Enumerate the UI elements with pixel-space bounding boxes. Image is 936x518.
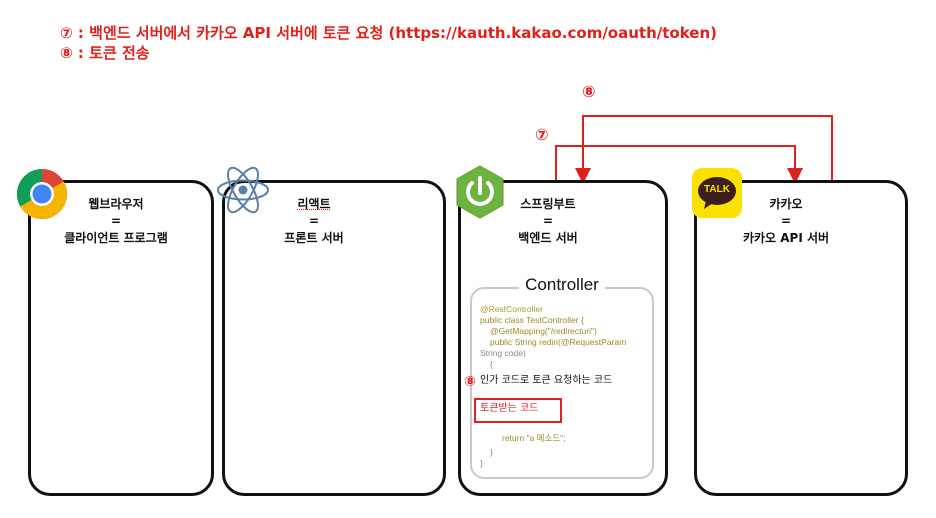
kakao-box: [694, 180, 908, 496]
spring-label-line3: 백엔드 서버: [518, 231, 578, 245]
browser-label-line1: 웹브라우저: [88, 197, 144, 211]
spring-label-line2: =: [542, 214, 554, 228]
code-param: String code): [480, 348, 526, 358]
arrow-step8: [575, 115, 833, 184]
browser-label-line2: =: [110, 214, 122, 228]
spring-label-line1: 스프링부트: [520, 197, 576, 211]
react-label: 리액트 = 프론트 서버: [254, 196, 374, 247]
arrow-step7: [555, 145, 803, 184]
code-class-declaration: public class TestController {: [480, 315, 584, 325]
kakaotalk-logo-text: TALK: [704, 184, 730, 195]
token-receive-highlight-box: [474, 398, 562, 423]
spring-power-icon: [456, 165, 504, 219]
code-annotation-restcontroller: @RestController: [480, 304, 543, 314]
chrome-icon: [16, 168, 68, 220]
code-close-brace-1: }: [490, 447, 493, 457]
code-comment-token-request: 인가 코드로 토큰 요청하는 코드: [480, 375, 613, 386]
kakao-label: 카카오 = 카카오 API 서버: [724, 196, 848, 247]
header-line-step7: ⑦ : 백엔드 서버에서 카카오 API 서버에 토큰 요청 (https://…: [60, 24, 717, 42]
arrow-step7-label: ⑦: [535, 125, 549, 144]
controller-title: Controller: [519, 275, 605, 294]
controller-panel: Controller: [470, 275, 654, 479]
code-token-receive: 토큰받는 코드: [480, 403, 539, 414]
header-line-step8: ⑧ : 토큰 전송: [60, 44, 150, 62]
react-label-line2: =: [308, 214, 320, 228]
kakao-label-line3: 카카오 API 서버: [742, 231, 830, 245]
code-open-brace: {: [490, 359, 493, 369]
kakaotalk-icon: TALK: [692, 168, 742, 218]
react-label-line3: 프론트 서버: [284, 231, 344, 245]
code-return: return "a 메소드";: [502, 433, 566, 443]
code-method-signature: public String rediri(@RequestParam: [490, 337, 627, 347]
kakao-label-line1: 카카오: [769, 197, 803, 211]
code-close-brace-2: }: [480, 458, 483, 468]
react-label-line1: 리액트: [297, 197, 331, 211]
react-box: [222, 180, 446, 496]
react-icon: [217, 166, 269, 214]
browser-label-line3: 클라이언트 프로그램: [64, 231, 168, 245]
arrow-step8-label: ⑧: [582, 82, 596, 101]
code-getmapping: @GetMapping("/redirecturi"): [490, 326, 597, 336]
spring-label: 스프링부트 = 백엔드 서버: [488, 196, 608, 247]
browser-box: [28, 180, 214, 496]
kakao-label-line2: =: [780, 214, 792, 228]
browser-label: 웹브라우저 = 클라이언트 프로그램: [36, 196, 196, 247]
step8-marker: ⑧: [464, 374, 476, 390]
